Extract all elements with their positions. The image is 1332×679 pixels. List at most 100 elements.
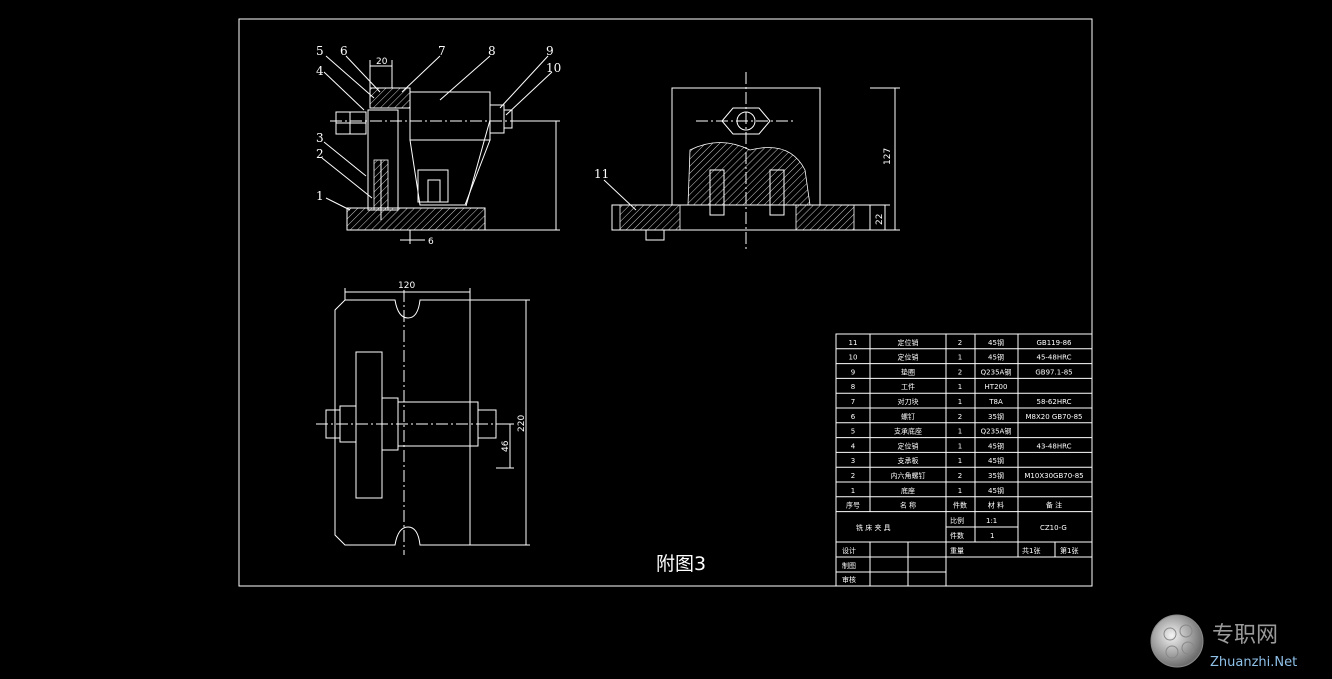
parts-cell-name: 定位销 (898, 338, 919, 347)
label-3: 3 (316, 131, 324, 145)
drawing-title: 附图3 (656, 553, 706, 575)
parts-cell-qty: 2 (958, 368, 962, 376)
dim-127: 127 (883, 148, 893, 165)
parts-cell-note: M8X20 GB70-85 (1026, 413, 1083, 421)
parts-cell-name: 对刀块 (898, 397, 919, 406)
dim-120: 120 (398, 281, 415, 291)
parts-cell-no: 8 (851, 383, 855, 391)
parts-cell-name: 内六角螺钉 (891, 471, 926, 480)
parts-cell-qty: 1 (958, 398, 962, 406)
watermark-en: Zhuanzhi.Net (1210, 655, 1297, 670)
fixture-name: 铣 床 夹 具 (856, 523, 891, 532)
parts-cell-no: 3 (851, 457, 855, 465)
label-2: 2 (316, 147, 324, 161)
parts-cell-no: 4 (851, 442, 856, 450)
count-value: 1 (990, 532, 994, 540)
count-label: 件数 (950, 531, 964, 540)
parts-cell-no: 11 (849, 339, 858, 347)
dim-20: 20 (376, 57, 388, 67)
label-7: 7 (438, 44, 446, 58)
parts-cell-no: 5 (851, 428, 855, 436)
plan-view-labels: 120 220 46 (398, 281, 527, 452)
parts-cell-name: 定位销 (898, 353, 919, 362)
dim-22: 22 (875, 214, 885, 225)
parts-cell-qty: 1 (958, 457, 962, 465)
parts-cell-material: 45钢 (988, 441, 1004, 450)
parts-cell-name: 垫圈 (901, 367, 915, 376)
scale-value: 1:1 (986, 517, 997, 525)
side-view-labels: 11 127 22 (594, 148, 893, 225)
label-10: 10 (546, 61, 561, 75)
parts-cell-material: Q235A钢 (981, 367, 1012, 376)
label-11: 11 (594, 167, 609, 181)
label-5: 5 (316, 44, 324, 58)
design-label: 设计 (842, 546, 856, 555)
parts-cell-material: T8A (988, 398, 1003, 406)
parts-cell-no: 9 (851, 368, 855, 376)
parts-cell-material: 45钢 (988, 338, 1004, 347)
parts-cell-qty: 1 (958, 428, 962, 436)
label-9: 9 (546, 44, 554, 58)
label-1: 1 (316, 189, 324, 203)
label-4: 4 (316, 64, 324, 78)
parts-cell-qty: 件数 (953, 501, 967, 510)
parts-cell-qty: 2 (958, 339, 962, 347)
weight-label: 重量 (950, 547, 964, 555)
parts-cell-name: 名 称 (900, 501, 916, 510)
parts-cell-name: 支承底座 (894, 427, 922, 436)
drawing-no: CZ10-G (1040, 524, 1067, 532)
parts-cell-name: 定位销 (898, 441, 919, 450)
plan-view (316, 288, 530, 555)
parts-cell-note: 45-48HRC (1036, 354, 1071, 362)
dim-220: 220 (517, 415, 527, 432)
label-8: 8 (488, 44, 496, 58)
check-label: 审核 (842, 575, 856, 584)
sheet-total: 共1张 (1022, 546, 1040, 555)
parts-cell-note: GB97.1-85 (1035, 368, 1072, 376)
parts-cell-no: 7 (851, 398, 855, 406)
parts-cell-material: Q235A钢 (981, 427, 1012, 436)
parts-cell-qty: 1 (958, 354, 962, 362)
parts-cell-material: 35钢 (988, 412, 1004, 421)
parts-cell-name: 螺钉 (901, 412, 915, 421)
parts-cell-qty: 1 (958, 442, 962, 450)
draw-label: 制图 (842, 561, 856, 570)
parts-cell-qty: 2 (958, 472, 962, 480)
parts-cell-no: 10 (849, 354, 858, 362)
parts-cell-material: 45钢 (988, 456, 1004, 465)
label-6: 6 (340, 44, 348, 58)
parts-cell-note: GB119-86 (1036, 339, 1072, 347)
title-block-footer: 铣 床 夹 具 比例 1:1 件数 1 CZ10-G 重量 共1张 第1张 设计… (836, 512, 1092, 586)
dim-6: 6 (428, 237, 434, 247)
side-view (603, 72, 900, 250)
parts-cell-name: 工件 (901, 382, 915, 391)
front-view (321, 55, 560, 244)
parts-cell-qty: 1 (958, 383, 962, 391)
drawing-border (238, 18, 1093, 587)
parts-cell-no: 序号 (846, 501, 860, 510)
parts-cell-material: 35钢 (988, 471, 1004, 480)
parts-cell-material: 45钢 (988, 353, 1004, 362)
parts-cell-qty: 1 (958, 487, 962, 495)
parts-cell-material: 材 料 (988, 501, 1004, 510)
parts-cell-note: 58-62HRC (1036, 398, 1071, 406)
parts-cell-no: 1 (851, 487, 855, 495)
watermark-cn: 专职网 (1212, 623, 1278, 648)
parts-cell-material: HT200 (985, 383, 1008, 391)
parts-cell-no: 6 (851, 413, 856, 421)
dim-46: 46 (501, 440, 511, 452)
parts-cell-material: 45钢 (988, 486, 1004, 495)
parts-cell-name: 支承板 (898, 456, 919, 465)
watermark-logo: 专职网 Zhuanzhi.Net (1150, 614, 1297, 670)
parts-cell-name: 底座 (901, 486, 915, 495)
parts-cell-qty: 2 (958, 413, 962, 421)
parts-cell-note: M10X30GB70-85 (1024, 472, 1083, 480)
parts-cell-no: 2 (851, 472, 855, 480)
parts-cell-note: 备 注 (1046, 501, 1062, 510)
parts-cell-note: 43-48HRC (1036, 442, 1071, 450)
front-view-labels: 5 4 6 7 8 9 10 3 2 1 20 6 (316, 44, 561, 247)
sheet-no: 第1张 (1060, 546, 1078, 555)
scale-label: 比例 (950, 516, 964, 525)
